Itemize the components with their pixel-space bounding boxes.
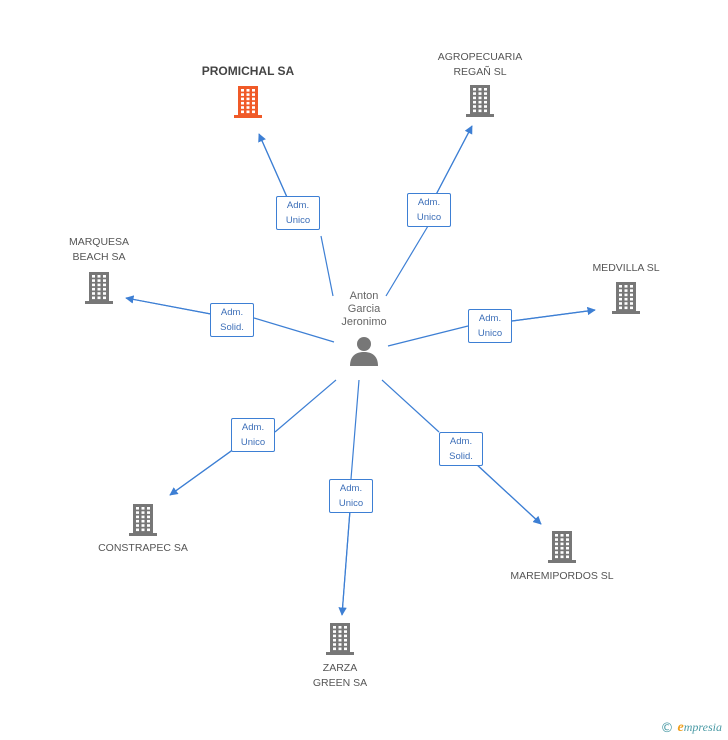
company-node-maremipordos[interactable]: MAREMIPORDOS SL: [500, 530, 624, 584]
company-label-line-2: REGAÑ SL: [453, 66, 507, 78]
company-label: MEDVILLA SL: [592, 262, 660, 274]
building-icon: [612, 282, 640, 314]
relation-label-line-2: Unico: [416, 212, 442, 223]
company-node-promichal[interactable]: PROMICHAL SA: [188, 64, 308, 119]
person-icon: [350, 337, 378, 366]
company-label-line-1: MARQUESA: [68, 236, 130, 248]
building-icon: [466, 85, 494, 117]
building-icon: [326, 623, 354, 655]
brand-name: empresia: [678, 720, 722, 736]
company-node-agropecuaria[interactable]: AGROPECUARIA REGAÑ SL: [418, 50, 542, 118]
relation-label-line-1: Adm.: [286, 200, 310, 211]
company-label-line-2: BEACH SA: [72, 251, 126, 263]
arrowhead-zarza: [338, 496, 352, 616]
relation-label-line-2: Unico: [240, 437, 266, 448]
brand-initial: e: [677, 720, 684, 735]
company-node-medvilla[interactable]: MEDVILLA SL: [576, 261, 676, 315]
building-icon: [548, 531, 576, 563]
arrowhead-medvilla: [511, 306, 596, 322]
relation-label-line-1: Adm.: [241, 422, 265, 433]
relation-label-line-1: Adm.: [417, 197, 441, 208]
relation-label-maremipordos[interactable]: Adm. Solid.: [439, 432, 483, 466]
building-icon: [234, 86, 262, 118]
relation-label-line-2: Unico: [285, 215, 311, 226]
relation-label-line-1: Adm.: [449, 436, 473, 447]
relation-label-constrapec[interactable]: Adm. Unico: [231, 418, 275, 452]
company-label: CONSTRAPEC SA: [98, 542, 188, 554]
relation-label-medvilla[interactable]: Adm. Unico: [468, 309, 512, 343]
person-name-line-2: Garcia: [347, 303, 381, 315]
relation-label-line-2: Solid.: [220, 322, 244, 333]
relation-label-line-2: Solid.: [449, 451, 473, 462]
relation-label-agropecuaria[interactable]: Adm. Unico: [407, 193, 451, 227]
relation-label-marquesa[interactable]: Adm. Solid.: [210, 303, 254, 337]
company-label-line-1: AGROPECUARIA: [437, 51, 523, 63]
company-label: MAREMIPORDOS SL: [510, 570, 614, 582]
relation-label-zarza[interactable]: Adm. Unico: [329, 479, 373, 513]
company-label-line-1: ZARZA: [322, 662, 358, 674]
relation-label-line-1: Adm.: [478, 313, 502, 324]
company-node-marquesa[interactable]: MARQUESA BEACH SA: [42, 235, 156, 305]
company-label: PROMICHAL SA: [201, 64, 295, 78]
brand-rest: mpresia: [683, 720, 722, 734]
relation-label-line-2: Unico: [477, 328, 503, 339]
person-name-line-3: Jeronimo: [341, 316, 387, 328]
company-node-constrapec[interactable]: CONSTRAPEC SA: [86, 503, 200, 556]
copyright-icon: ©: [660, 720, 674, 736]
brand-logo: © empresia: [661, 720, 722, 736]
company-label-line-2: GREEN SA: [312, 677, 368, 689]
relation-label-line-1: Adm.: [220, 307, 244, 318]
relation-label-line-1: Adm.: [339, 483, 363, 494]
person-node[interactable]: Anton Garcia Jeronimo: [322, 290, 406, 367]
company-node-zarza[interactable]: ZARZA GREEN SA: [290, 622, 390, 691]
person-name-line-1: Anton: [349, 290, 379, 302]
relation-label-line-2: Unico: [338, 498, 364, 509]
building-icon: [85, 272, 113, 304]
building-icon: [129, 504, 157, 536]
relation-label-promichal[interactable]: Adm. Unico: [276, 196, 320, 230]
